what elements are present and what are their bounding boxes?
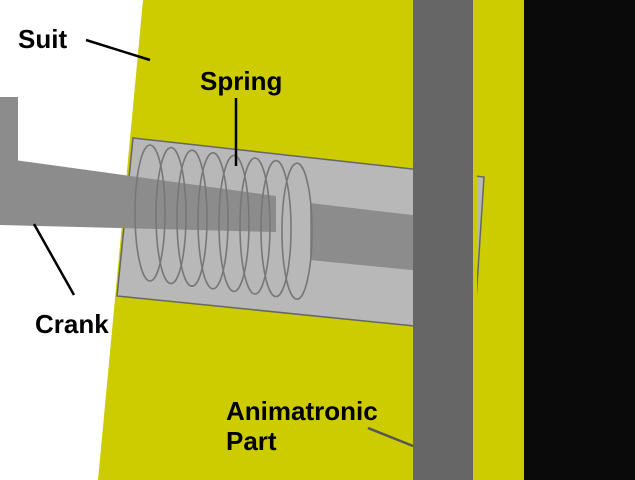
suit-leader-line — [85, 38, 151, 62]
animatronic-part-label-line1: Animatronic — [226, 396, 378, 426]
spring-coil — [155, 146, 187, 285]
spring-coil — [197, 152, 229, 290]
crank-label: Crank — [35, 309, 109, 339]
suit-label: Suit — [18, 24, 68, 54]
spring-coil — [218, 154, 250, 293]
animatronic-leader-line — [367, 426, 414, 448]
spring-coil — [176, 149, 208, 287]
spring-coil — [239, 157, 271, 295]
spring-coils — [134, 144, 313, 300]
spring-coil — [260, 159, 292, 298]
dark-region — [522, 0, 635, 480]
suit-edge-strip — [473, 0, 477, 480]
animatronic-part-label: Animatronic Part — [226, 396, 378, 456]
spring-label: Spring — [200, 66, 283, 96]
animatronic-part-label-line2: Part — [226, 426, 277, 456]
spring-coil — [281, 162, 313, 300]
crank-hook — [0, 97, 18, 167]
crank-leader-line — [32, 223, 76, 296]
spring-coil — [134, 144, 166, 282]
animatronic-part — [413, 0, 473, 480]
